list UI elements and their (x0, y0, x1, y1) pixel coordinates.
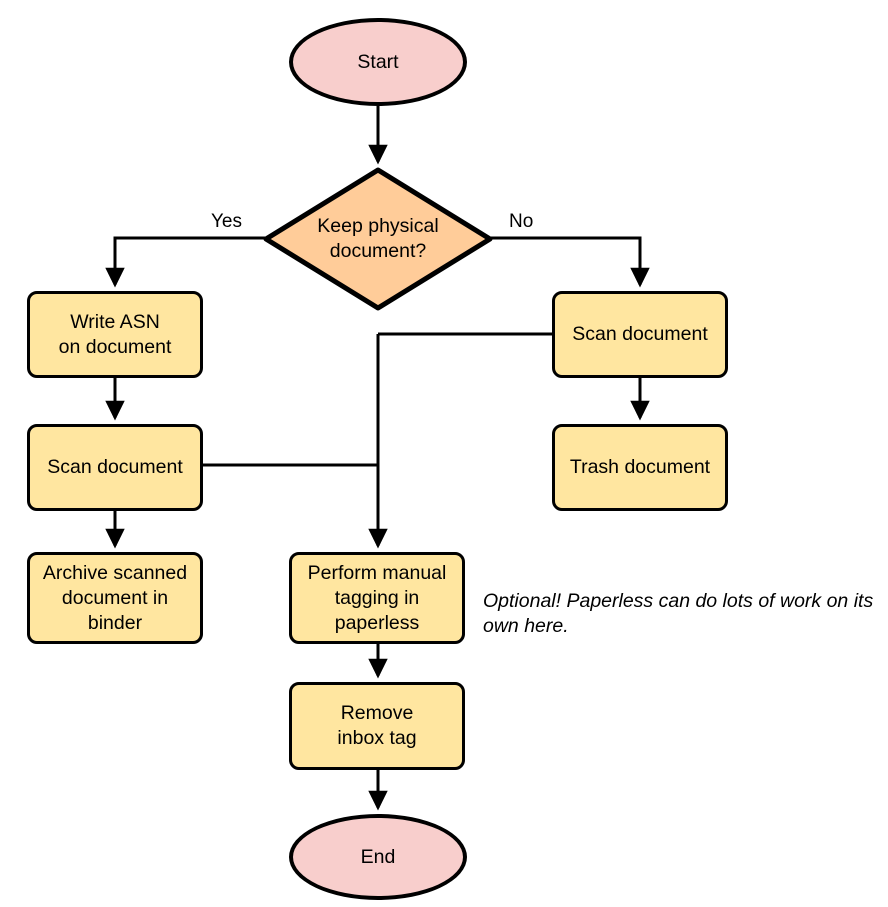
node-write-asn-label: Write ASN on document (58, 310, 172, 358)
node-trash-document[interactable]: Trash document (552, 424, 728, 511)
node-write-asn[interactable]: Write ASN on document (27, 291, 203, 378)
node-perform-manual-tagging[interactable]: Perform manual tagging in paperless (289, 552, 465, 644)
node-scan-document-left[interactable]: Scan document (27, 424, 203, 511)
node-archive-scanned-document-label: Archive scanned document in binder (42, 561, 188, 634)
node-remove-inbox-tag[interactable]: Remove inbox tag (289, 682, 465, 770)
node-keep-physical-document-label: Keep physical document? (317, 215, 439, 262)
node-archive-scanned-document[interactable]: Archive scanned document in binder (27, 552, 203, 644)
annotation-optional-note: Optional! Paperless can do lots of work … (483, 590, 874, 637)
node-perform-manual-tagging-label: Perform manual tagging in paperless (307, 561, 447, 634)
node-keep-physical-document[interactable]: Keep physical document? (263, 167, 493, 311)
node-start[interactable]: Start (289, 18, 467, 106)
node-end-label: End (360, 845, 396, 868)
edge-label-yes: Yes (211, 211, 242, 232)
node-scan-document-right[interactable]: Scan document (552, 291, 728, 378)
edge-label-no: No (509, 211, 534, 232)
diamond-shape (263, 167, 493, 311)
node-start-label: Start (357, 50, 399, 73)
node-end[interactable]: End (289, 814, 467, 900)
node-scan-document-right-label: Scan document (572, 323, 708, 345)
node-scan-document-left-label: Scan document (47, 456, 183, 478)
node-remove-inbox-tag-label: Remove inbox tag (337, 702, 417, 749)
node-trash-document-label: Trash document (569, 456, 711, 478)
